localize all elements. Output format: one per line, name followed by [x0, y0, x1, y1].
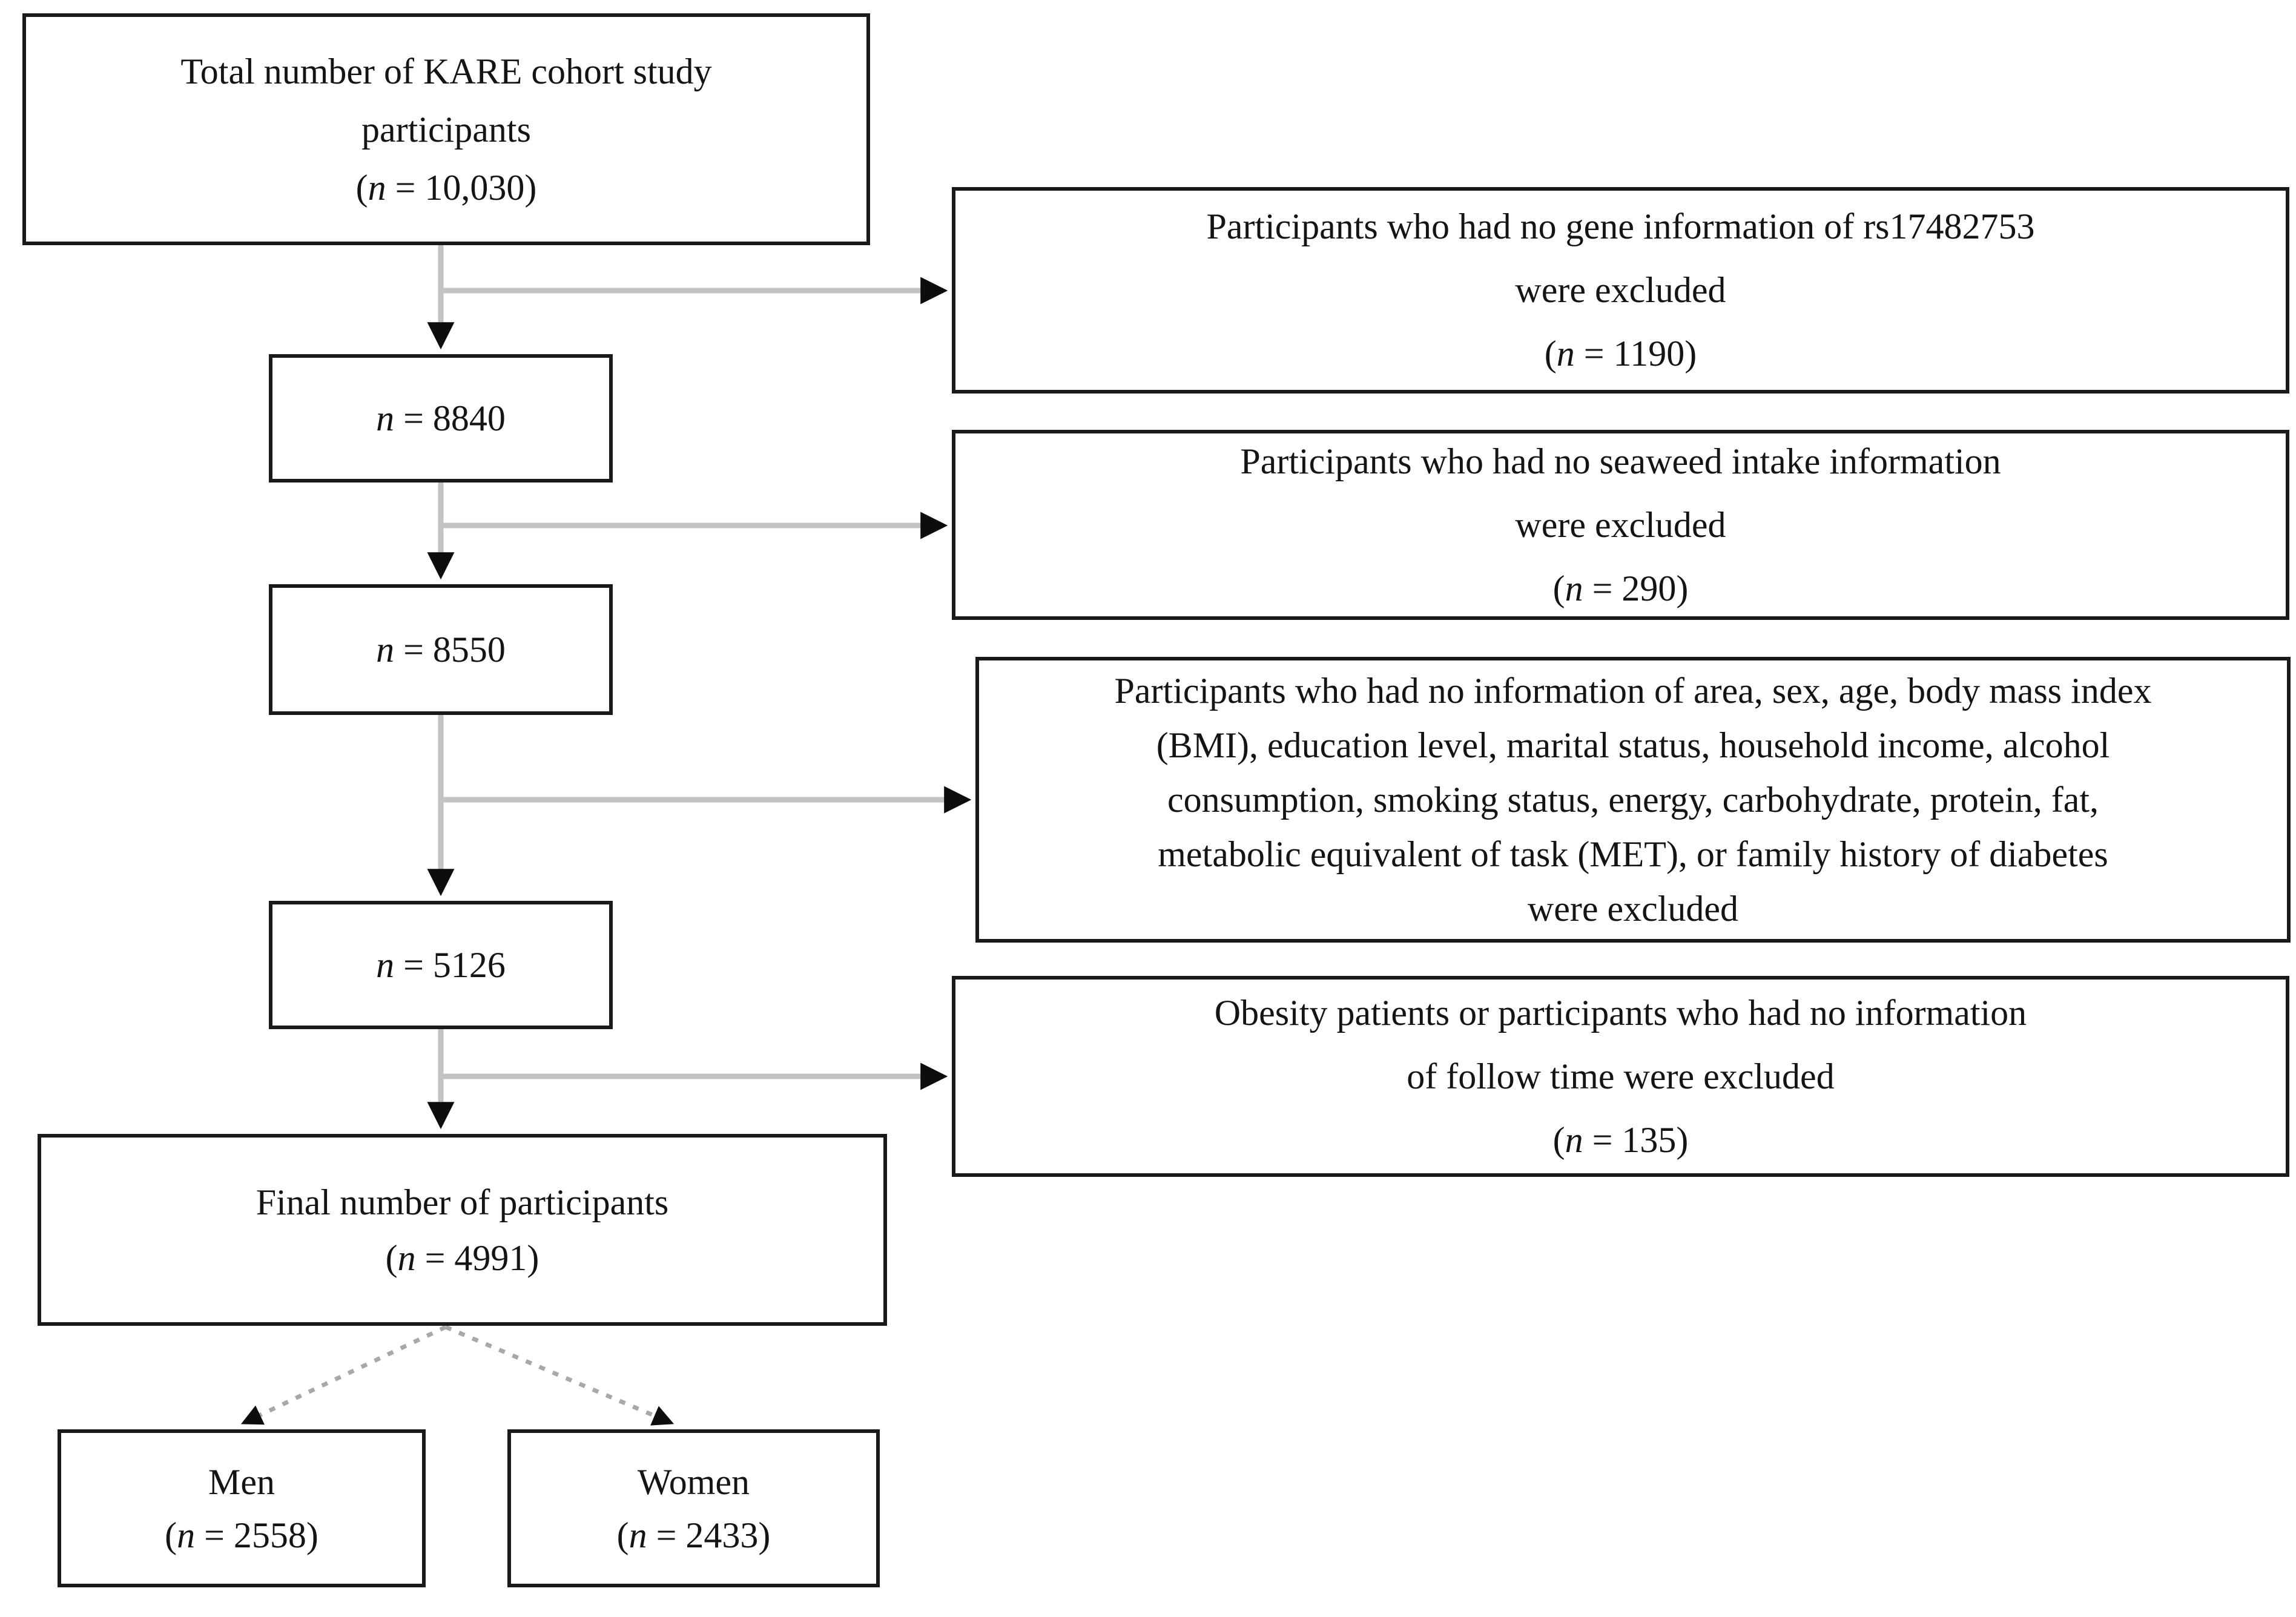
women-box-text: Women (n = 2433) — [616, 1461, 771, 1555]
exclusion-box-covariates: Participants who had no information of a… — [975, 657, 2291, 943]
men-box: Men (n = 2558) — [58, 1429, 426, 1587]
total-participants-box: Total number of KARE cohort study partic… — [22, 13, 870, 245]
step-5126-label: n = 5126 — [376, 945, 506, 985]
women-box: Women (n = 2433) — [507, 1429, 880, 1587]
step-box-8840: n = 8840 — [269, 354, 613, 482]
fork-arrow-men — [240, 1325, 447, 1425]
step-8550-label: n = 8550 — [376, 630, 506, 670]
exclusion-covariates-text: Participants who had no information of a… — [1114, 671, 2152, 929]
step-8840-label: n = 8840 — [376, 398, 506, 438]
exclusion-seaweed-intake-text: Participants who had no seaweed intake i… — [1240, 441, 2001, 608]
fork-arrow-women — [444, 1325, 675, 1426]
exclusion-box-gene-info: Participants who had no gene information… — [952, 187, 2289, 394]
final-participants-text: Final number of participants (n = 4991) — [256, 1182, 669, 1278]
total-participants-text: Total number of KARE cohort study partic… — [180, 51, 712, 208]
step-box-8550: n = 8550 — [269, 584, 613, 715]
exclusion-box-obesity-followtime: Obesity patients or participants who had… — [952, 976, 2289, 1177]
step-box-5126: n = 5126 — [269, 901, 613, 1029]
men-box-text: Men (n = 2558) — [165, 1461, 318, 1555]
exclusion-gene-info-text: Participants who had no gene information… — [1206, 206, 2035, 374]
final-participants-box: Final number of participants (n = 4991) — [38, 1134, 887, 1326]
exclusion-obesity-followtime-text: Obesity patients or participants who had… — [1214, 992, 2027, 1160]
exclusion-box-seaweed-intake: Participants who had no seaweed intake i… — [952, 430, 2289, 620]
